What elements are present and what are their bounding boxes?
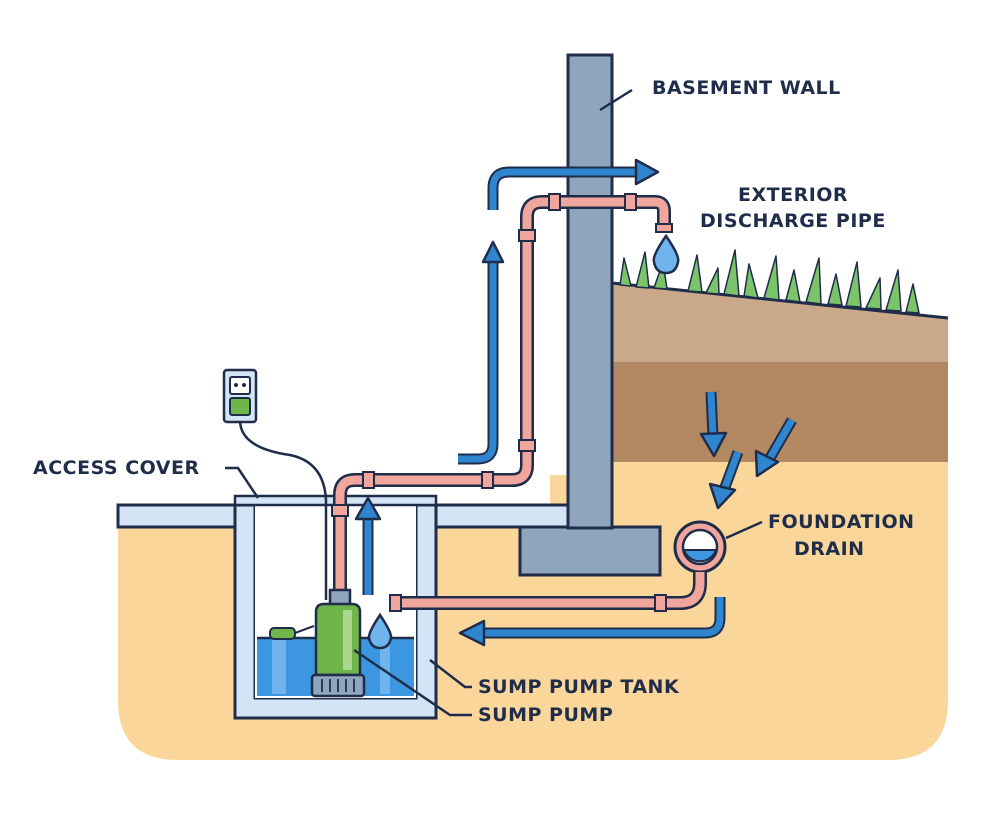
wall-column [566,53,614,530]
pipe-couplings [331,193,673,612]
drain-water [682,549,718,563]
drain-line [393,572,705,608]
pit-water-shine-2 [380,640,390,694]
power-outlet [222,368,328,600]
sump-pump-label: SUMP PUMP [478,704,614,726]
water-drop-icon [652,233,680,275]
foundation-drain-label-line1: FOUNDATION [768,511,915,533]
drain-callout-line [725,520,763,540]
sump-pump [269,588,366,698]
foundation-drain-label-line2: DRAIN [794,538,865,560]
footing [518,525,662,577]
sump-pump-tank-label: SUMP PUMP TANK [478,676,680,698]
exterior-discharge-label-line2: DISCHARGE PIPE [700,210,886,232]
floor-slab-right [414,503,570,529]
arrow-head [354,496,382,521]
pit-water-shine-1 [272,640,286,694]
water-drop-icons [367,233,680,650]
pump-body [314,602,362,677]
topsoil-layer [612,283,948,362]
grass [619,249,920,314]
exterior-discharge-label-line1: EXTERIOR [738,184,849,206]
arrow-head [754,449,780,478]
sump-pump-callout [353,648,472,717]
pipes [331,193,707,612]
float-switch [269,627,296,640]
arrow-head [699,431,728,458]
access-cover-callout [225,466,260,499]
access-cover-label: ACCESS COVER [33,457,200,479]
sump-pump-tank-callout [429,659,472,689]
water-drop-icon [367,612,393,650]
arrow-head [481,240,505,264]
foundation-drain [673,520,763,574]
discharge-pipe [335,197,669,598]
flow-arrows [354,158,797,647]
arrow-head [634,158,660,186]
basement-wall-label: BASEMENT WALL [652,77,841,99]
basement-wall [518,53,662,577]
callout-lines [225,466,472,717]
arrow-head [708,482,737,510]
wall-callout-line [599,88,633,112]
ground-surface-line [611,281,949,320]
arrow-head [458,619,486,647]
power-cord [238,419,328,600]
